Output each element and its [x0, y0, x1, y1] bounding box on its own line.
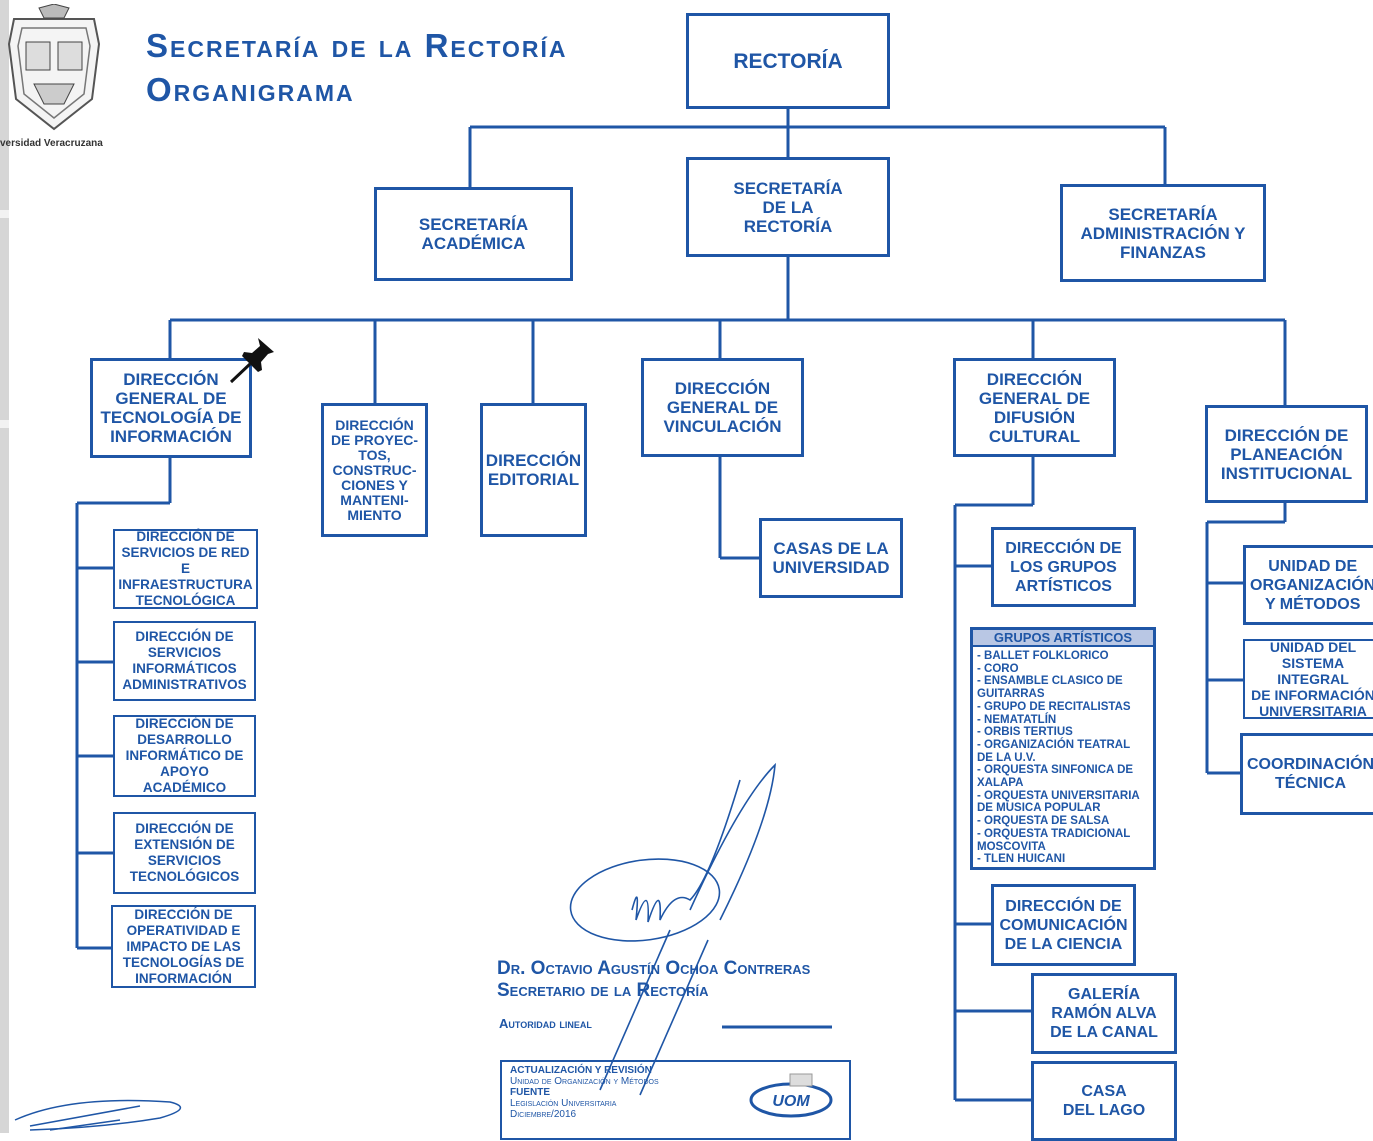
left-edge-mark	[0, 420, 9, 428]
node-dc-casa-del-lago: CASA DEL LAGO	[1031, 1061, 1177, 1141]
node-dir-proyectos-construcciones: DIRECCIÓN DE PROYEC- TOS, CONSTRUC- CION…	[321, 403, 428, 537]
list-item: - NEMATATLÍN	[977, 713, 1057, 726]
revision-line: Diciembre/2016	[510, 1109, 577, 1120]
list-item: - ORQUESTA TRADICIONAL MOSCOVITA	[977, 827, 1131, 853]
left-edge-mark	[0, 210, 9, 218]
node-dir-planeacion-institucional: DIRECCIÓN DE PLANEACIÓN INSTITUCIONAL	[1205, 405, 1368, 503]
legend-lineal-authority: Autoridad lineal	[499, 1016, 592, 1031]
grupos-artisticos-heading: GRUPOS ARTÍSTICOS	[973, 630, 1153, 647]
list-item: - ORQUESTA UNIVERSITARIA DE MUSICA POPUL…	[977, 789, 1140, 815]
uom-logo-text: UOM	[772, 1093, 810, 1110]
node-secretaria-rectoria: SECRETARÍA DE LA RECTORÍA	[686, 157, 890, 257]
node-dir-editorial: DIRECCIÓN EDITORIAL	[480, 403, 587, 537]
node-dg-difusion-cultural: DIRECCIÓN GENERAL DE DIFUSIÓN CULTURAL	[953, 358, 1116, 457]
list-item: - ENSAMBLE CLASICO DE GUITARRAS	[977, 675, 1123, 701]
node-pl-organizacion-metodos: UNIDAD DE ORGANIZACIÓN Y MÉTODOS	[1243, 545, 1373, 625]
list-item: - ORQUESTA DE SALSA	[977, 815, 1110, 828]
node-dc-comunicacion-ciencia: DIRECCIÓN DE COMUNICACIÓN DE LA CIENCIA	[991, 884, 1136, 966]
node-dg-tecnologia-informacion: DIRECCIÓN GENERAL DE TECNOLOGÍA DE INFOR…	[90, 358, 252, 458]
node-ti-servicios-administrativos: DIRECCIÓN DE SERVICIOS INFORMÁTICOS ADMI…	[113, 621, 256, 701]
list-item: - BALLET FOLKLORICO	[977, 650, 1109, 662]
node-ti-desarrollo-informatico: DIRECCIÓN DE DESARROLLO INFORMÁTICO DE A…	[113, 715, 256, 797]
node-dc-galeria-ramon-alva: GALERÍA RAMÓN ALVA DE LA CANAL	[1031, 973, 1177, 1054]
university-seal-logo	[7, 4, 101, 131]
node-ti-operatividad-impacto: DIRECCIÓN DE OPERATIVIDAD E IMPACTO DE L…	[111, 905, 256, 988]
list-item: - GRUPO DE RECITALISTAS	[977, 700, 1131, 713]
node-casas-universidad: CASAS DE LA UNIVERSIDAD	[759, 518, 903, 598]
logo-caption: versidad Veracruzana	[0, 138, 103, 149]
handwritten-signature	[569, 762, 776, 1096]
list-item: - CORO	[977, 662, 1019, 675]
revision-line: FUENTE	[510, 1087, 550, 1098]
revision-line: Unidad de Organización y Métodos	[510, 1076, 659, 1087]
list-item: - TLEN HUICANI	[977, 853, 1066, 866]
node-secretaria-academica: SECRETARÍA ACADÉMICA	[374, 187, 573, 281]
signatory-role: Secretario de la Rectoría	[497, 980, 709, 1001]
left-edge-strip	[0, 0, 9, 1133]
pushpin-icon	[229, 338, 274, 384]
uom-logo: UOM	[749, 1073, 833, 1118]
revision-line: ACTUALIZACIÓN Y REVISIÓN	[510, 1065, 652, 1076]
grupos-artisticos-list: GRUPOS ARTÍSTICOS - BALLET FOLKLORICO - …	[970, 627, 1156, 870]
list-item: - ORQUESTA SINFONICA DE XALAPA	[977, 764, 1134, 790]
node-rectoria: RECTORÍA	[686, 13, 890, 109]
node-pl-coordinacion-tecnica: COORDINACIÓN TÉCNICA	[1240, 733, 1373, 815]
node-ti-servicios-red: DIRECCIÓN DE SERVICIOS DE RED E INFRAEST…	[113, 529, 258, 609]
revision-line: Legislación Universitaria	[510, 1098, 617, 1109]
signatory-name: Dr. Octavio Agustín Ochoa Contreras	[497, 958, 811, 979]
node-ti-extension-servicios: DIRECCIÓN DE EXTENSIÓN DE SERVICIOS TECN…	[113, 812, 256, 894]
node-dc-grupos-artisticos: DIRECCIÓN DE LOS GRUPOS ARTÍSTICOS	[991, 527, 1136, 607]
node-pl-sistema-integral: UNIDAD DEL SISTEMA INTEGRAL DE INFORMACI…	[1243, 639, 1373, 719]
node-secretaria-administracion: SECRETARÍA ADMINISTRACIÓN Y FINANZAS	[1060, 184, 1266, 282]
page-subtitle: Organigrama	[146, 71, 355, 108]
page-title: Secretaría de la Rectoría	[146, 27, 568, 64]
node-dg-vinculacion: DIRECCIÓN GENERAL DE VINCULACIÓN	[641, 358, 804, 457]
list-item: - ORBIS TERTIUS	[977, 726, 1073, 739]
partial-signature	[14, 1099, 182, 1131]
list-item: - ORGANIZACIÓN TEATRAL DE LA U.V.	[977, 738, 1131, 764]
